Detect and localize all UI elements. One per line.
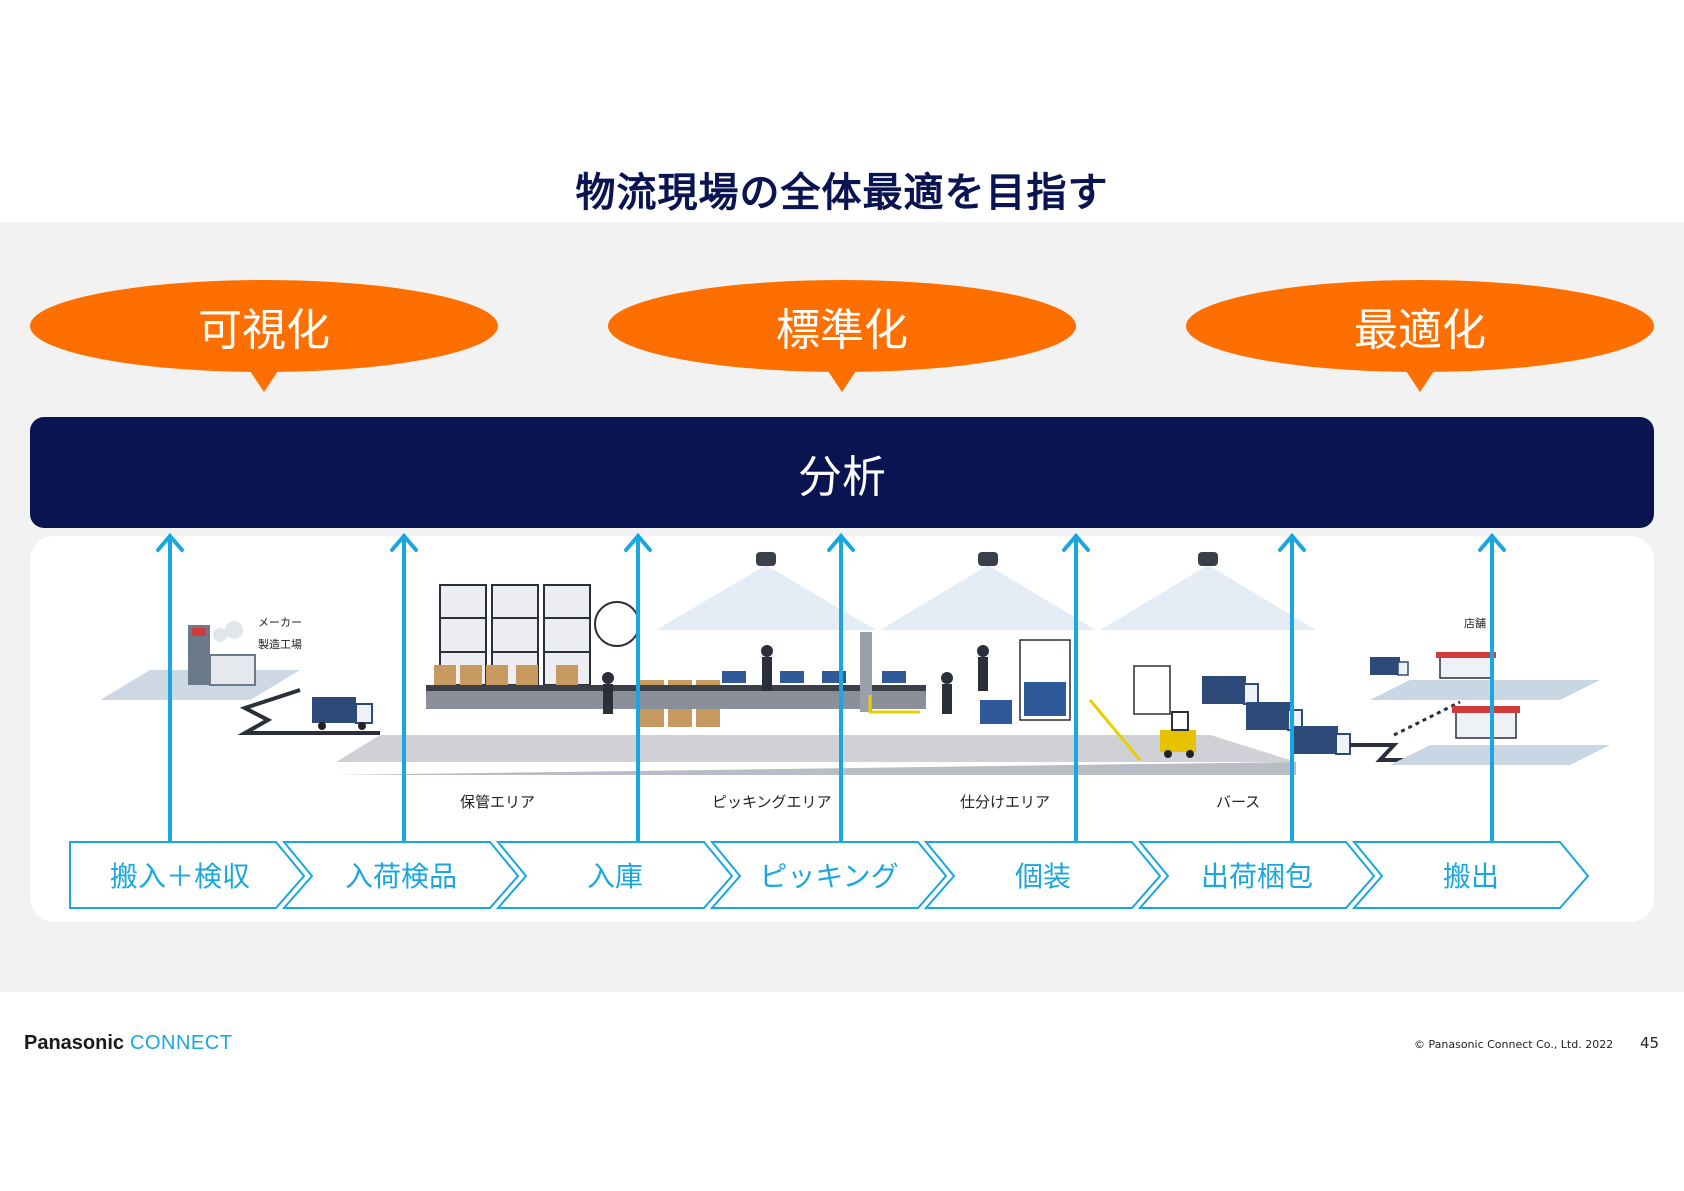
up-arrow-icon [827,532,855,842]
step-receiving-inspection: 搬入＋検収 [109,860,250,893]
store-icon [1436,652,1496,679]
bubble-visualization: 可視化 [30,280,498,372]
storage-racks [439,584,591,686]
step-shipping-out: 搬出 [1442,860,1499,893]
step-individual-packaging: 個装 [1014,860,1071,893]
truck-icon [1370,657,1409,676]
logo-connect-text: CONNECT [130,1032,233,1054]
factory-label: 製造工場 [258,637,302,651]
step-arrival-inspection: 入荷検品 [344,860,457,893]
camera-icon [1100,552,1316,630]
copyright-text: © Panasonic Connect Co., Ltd. 2022 [1414,1038,1614,1051]
factory-icon [188,621,256,686]
analysis-bar: 分析 [30,417,1654,528]
process-chevrons [69,841,1590,909]
worker-icon [602,645,989,714]
camera-icon [880,552,1096,630]
chevron-shape [1137,841,1376,909]
up-arrow-icon [1278,532,1306,842]
up-arrow-icon [1062,532,1090,842]
berth-label: バース [1216,793,1260,811]
camera-icon [656,552,876,630]
picking-area-label: ピッキングエリア [712,793,832,811]
step-picking: ピッキング [759,860,899,893]
truck-icon [312,697,373,730]
chevron-shape [495,841,734,909]
chevron-shape [69,841,306,909]
up-arrow-icon [624,532,652,842]
bubble-tail [1404,368,1436,392]
page-number: 45 [1640,1034,1660,1052]
step-shipping-packing: 出荷梱包 [1200,860,1313,893]
bubble-standardization: 標準化 [608,280,1076,372]
step-warehousing: 入庫 [586,860,643,893]
maker-label: メーカー [258,616,302,629]
chevron-shape [923,841,1162,909]
page-title: 物流現場の全体最適を目指す [575,170,1109,216]
bubble-optimization: 最適化 [1186,280,1654,372]
chevron-shape [709,841,948,909]
truck-icon [1294,726,1351,755]
up-arrow-icon [1478,532,1506,842]
gate [860,632,872,712]
barcode-scanner-icon [594,601,640,647]
forklift-icon [1160,711,1196,758]
up-arrow-icon [156,532,184,842]
truck-icon [1202,676,1259,705]
store-icon [1452,706,1520,739]
up-arrow-icon [390,532,418,842]
bubble-tail [248,368,280,392]
bubble-tail [826,368,858,392]
store-label: 店舗 [1464,616,1486,630]
store-ground [1370,680,1600,700]
roll-cage [1019,639,1171,721]
storage-area-label: 保管エリア [460,793,535,811]
road-left [237,688,380,735]
chevron-shape [281,841,520,909]
logo-panasonic-text: Panasonic [24,1032,125,1054]
picking-bins [722,671,906,683]
chevron-shape [1351,841,1590,909]
sorting-area-label: 仕分けエリア [960,793,1050,811]
